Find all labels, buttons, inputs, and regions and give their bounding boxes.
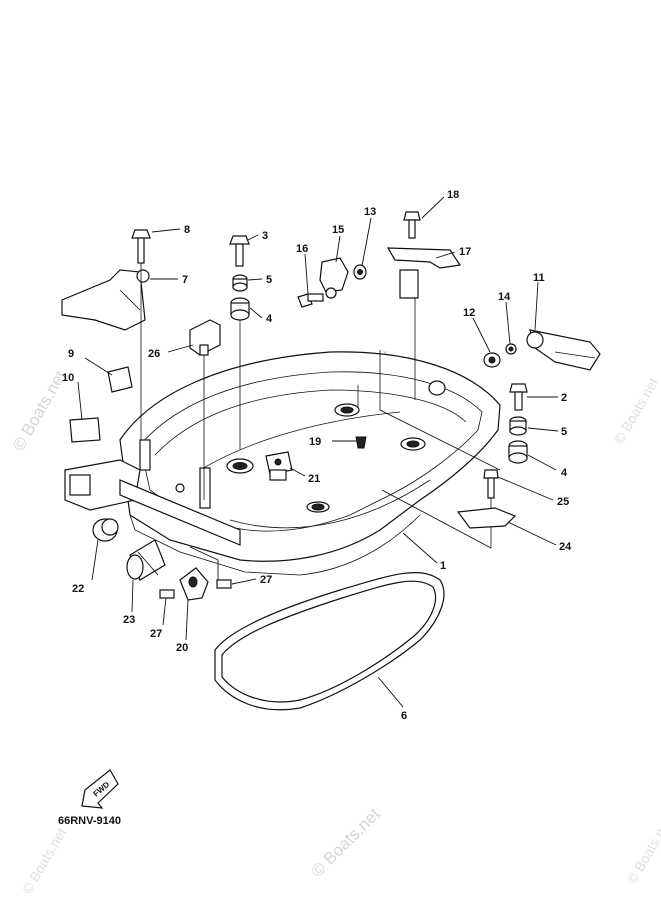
callout-23: 23 <box>123 614 135 626</box>
callout-21: 21 <box>308 473 320 485</box>
callout-7: 7 <box>182 274 188 286</box>
bolt-2 <box>509 383 528 411</box>
callout-4-left: 4 <box>266 313 273 325</box>
callout-22: 22 <box>72 583 84 595</box>
watermark-bottom: © Boats.net <box>307 804 384 881</box>
callout-18: 18 <box>447 189 459 201</box>
lever-11 <box>526 329 601 371</box>
callout-4-right: 4 <box>561 467 568 479</box>
callout-24: 24 <box>559 541 572 553</box>
seal-6 <box>214 571 445 711</box>
washer-14 <box>505 343 517 355</box>
callout-27-right: 27 <box>260 574 272 586</box>
watermark-right: © Boats.net <box>611 375 661 447</box>
bracket-7 <box>61 269 150 331</box>
grommet-20 <box>179 567 209 601</box>
callout-16: 16 <box>296 243 308 255</box>
grommet-21 <box>265 451 293 481</box>
grommet-23 <box>126 539 166 581</box>
screw-19 <box>355 436 367 449</box>
leader-lines <box>77 196 559 708</box>
plate-17 <box>386 247 462 400</box>
callout-20: 20 <box>176 642 188 654</box>
callout-2: 2 <box>561 392 567 404</box>
callout-6: 6 <box>401 710 407 722</box>
bolt-8 <box>131 229 151 440</box>
collar-5-right <box>509 416 527 436</box>
grommet-12 <box>483 352 501 368</box>
callout-14: 14 <box>498 291 511 303</box>
tape-27 <box>159 579 232 599</box>
plug-22 <box>92 518 119 542</box>
bolt-16 <box>297 293 324 308</box>
callout-27-left: 27 <box>150 628 162 640</box>
watermark-bottom-right: © Boats.net <box>624 815 661 887</box>
callout-19: 19 <box>309 436 321 448</box>
callout-12: 12 <box>463 307 475 319</box>
callout-13: 13 <box>364 206 376 218</box>
callout-25: 25 <box>557 496 569 508</box>
pad-9 <box>107 366 133 393</box>
bracket-24 <box>456 507 517 529</box>
callout-15: 15 <box>332 224 344 236</box>
front-bracket-assembly <box>64 459 241 546</box>
clip-26 <box>189 319 221 500</box>
pad-10 <box>69 417 101 443</box>
callout-1: 1 <box>440 560 446 572</box>
callout-9: 9 <box>68 348 74 360</box>
watermark-left: © Boats.net <box>9 367 70 454</box>
grommet-4-right <box>508 440 528 464</box>
drawing-code: 66RNV-9140 <box>58 815 121 827</box>
callout-11: 11 <box>533 272 545 284</box>
collar-5 <box>232 274 248 292</box>
callout-10: 10 <box>62 372 74 384</box>
callout-8: 8 <box>184 224 190 236</box>
grommet-13 <box>353 264 367 280</box>
bolt-18 <box>403 211 421 239</box>
callout-26: 26 <box>148 348 160 360</box>
callout-17: 17 <box>459 246 471 258</box>
grommet-4 <box>230 297 250 450</box>
bracket-15 <box>319 257 349 299</box>
watermark-bottom-left: © Boats.net <box>19 825 70 897</box>
callout-5-right: 5 <box>561 426 567 438</box>
callout-labels: 8 7 3 5 4 9 10 26 16 15 13 18 17 11 12 1… <box>62 189 572 722</box>
bolt-3 <box>229 235 250 267</box>
bottom-cowling <box>119 350 501 576</box>
callout-3: 3 <box>262 230 268 242</box>
cowling-bosses <box>139 380 446 513</box>
fwd-arrow: FWD <box>81 769 119 809</box>
callout-5-left: 5 <box>266 274 272 286</box>
